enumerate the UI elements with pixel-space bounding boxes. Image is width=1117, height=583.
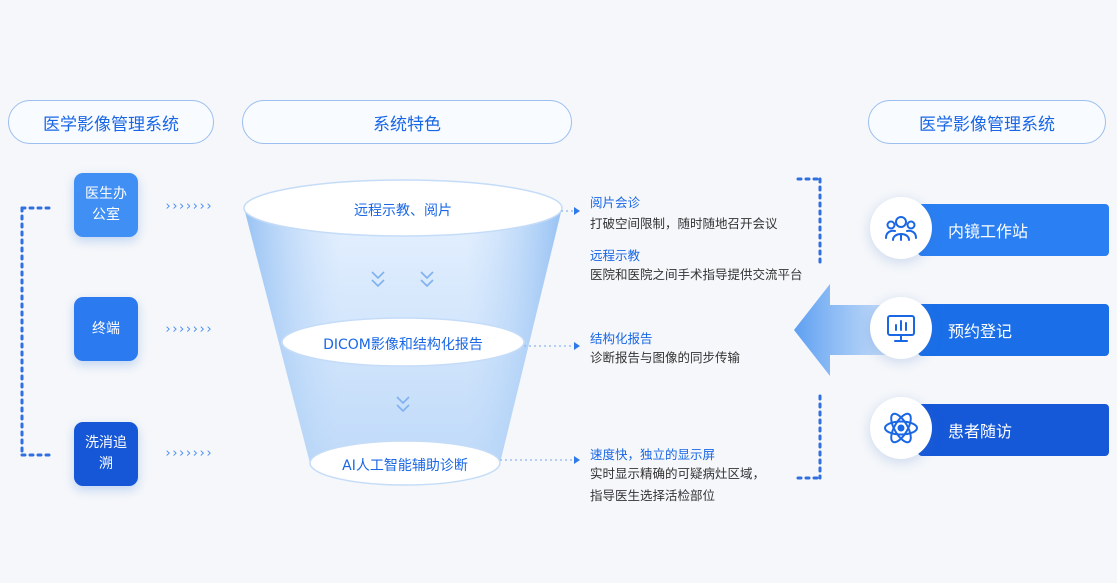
- team-icon: [870, 197, 932, 259]
- disinfection-trace-box: 洗消追溯: [74, 422, 138, 486]
- desc-title-remote-teaching: 远程示教: [590, 248, 641, 263]
- patient-followup-label: 患者随访: [948, 422, 1013, 441]
- funnel-level-2-label: DICOM影像和结构化报告: [323, 337, 483, 353]
- chevron-arrows-2: ›››››››: [164, 322, 213, 337]
- desc-title-structured-report: 结构化报告: [590, 331, 653, 346]
- header-right-pill: 医学影像管理系统: [868, 100, 1106, 144]
- disinfection-trace-label: 洗消追溯: [85, 435, 127, 472]
- appointment-registration-label: 预约登记: [948, 322, 1013, 341]
- chevron-arrows-1: ›››››››: [164, 199, 213, 214]
- left-bracket-connector: [20, 206, 56, 457]
- header-left-label: 医学影像管理系统: [43, 114, 179, 135]
- header-right-label: 医学影像管理系统: [919, 114, 1055, 135]
- desc-text-fast-display-2: 指导医生选择活检部位: [590, 488, 716, 503]
- doctor-office-label: 医生办公室: [85, 186, 127, 223]
- patient-followup-bar: 患者随访: [918, 404, 1109, 456]
- funnel-level-3-label: AI人工智能辅助诊断: [342, 458, 468, 474]
- header-left-pill: 医学影像管理系统: [8, 100, 214, 144]
- desc-title-reading-consult: 阅片会诊: [590, 195, 641, 210]
- desc-text-reading-consult: 打破空间限制，随时随地召开会议: [590, 216, 778, 231]
- header-middle-label: 系统特色: [373, 114, 441, 135]
- endoscope-workstation-label: 内镜工作站: [948, 222, 1029, 241]
- atom-icon: [870, 397, 932, 459]
- chevron-arrows-3: ›››››››: [164, 446, 213, 461]
- desc-text-fast-display-1: 实时显示精确的可疑病灶区域，: [590, 466, 766, 481]
- funnel-level-1-label: 远程示教、阅片: [354, 203, 452, 219]
- doctor-office-box: 医生办公室: [74, 173, 138, 237]
- terminal-box: 终端: [74, 297, 138, 361]
- endoscope-workstation-bar: 内镜工作站: [918, 204, 1109, 256]
- header-middle-pill: 系统特色: [242, 100, 572, 144]
- desc-title-fast-display: 速度快，独立的显示屏: [590, 447, 716, 462]
- appointment-registration-bar: 预约登记: [918, 304, 1109, 356]
- desc-text-remote-teaching: 医院和医院之间手术指导提供交流平台: [590, 267, 803, 282]
- desc-text-structured-report: 诊断报告与图像的同步传输: [590, 350, 741, 365]
- terminal-label: 终端: [92, 320, 120, 337]
- monitor-chart-icon: [870, 297, 932, 359]
